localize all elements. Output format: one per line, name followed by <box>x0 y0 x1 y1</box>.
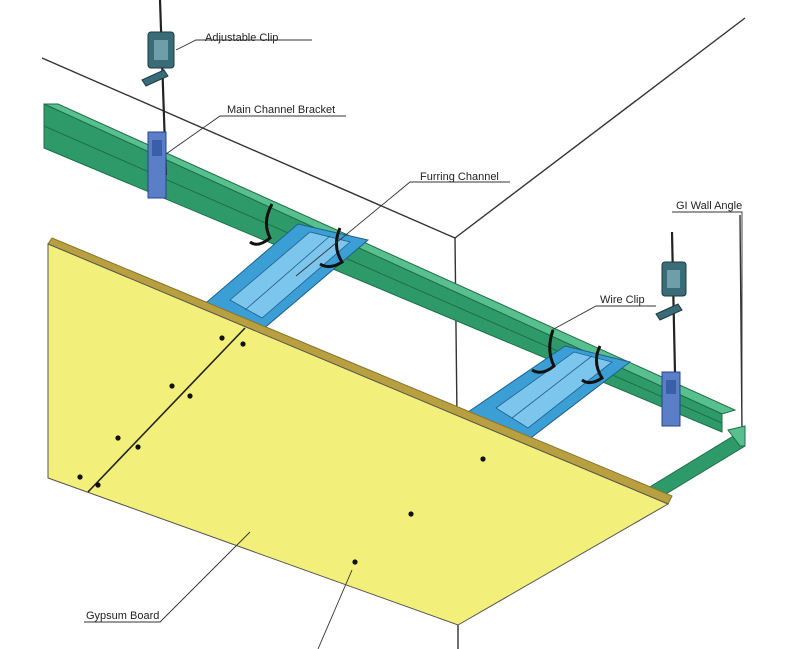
screw-dot <box>169 383 175 389</box>
leader-lines <box>84 39 743 649</box>
wire-clip-icon <box>581 345 605 385</box>
leader-furring-channel <box>295 181 510 277</box>
wire-clip-icon <box>319 227 345 269</box>
screw-dot <box>135 444 141 450</box>
screw-dot <box>408 511 414 517</box>
screw-dot <box>240 341 246 347</box>
label-main-channel-bracket: Main Channel Bracket <box>227 104 335 116</box>
wire-clips <box>249 203 605 385</box>
screw-dot <box>352 559 358 565</box>
screw-dot <box>95 482 101 488</box>
screw-dot <box>187 393 193 399</box>
adjustable-clip-spring <box>141 69 169 87</box>
adjustable-clip-plate <box>154 40 168 60</box>
leader-wire-clip <box>551 305 656 331</box>
hanger-right <box>655 231 687 427</box>
leader-gypsum-board-2 <box>317 569 353 649</box>
label-furring-channel: Furring Channel <box>420 171 499 183</box>
ceiling-edge-back <box>41 57 456 239</box>
adjustable-clip-spring <box>655 303 683 321</box>
hanger-left <box>141 0 175 199</box>
label-gypsum-board: Gypsum Board <box>86 610 159 622</box>
main-channel-side-face <box>43 103 723 433</box>
gypsum-board <box>47 237 673 626</box>
wire-clip-icon <box>249 203 274 246</box>
wall-corner-edge <box>454 237 458 419</box>
board-joint-line <box>87 327 246 493</box>
adjustable-clip-plate <box>667 270 680 288</box>
wire-clip-icon <box>531 329 556 374</box>
furring-channel-2 <box>466 345 632 441</box>
label-wire-clip: Wire Clip <box>600 294 645 306</box>
screw-dot <box>77 474 83 480</box>
furring-channel-1-ridge <box>244 235 331 311</box>
screw-dot <box>480 456 486 462</box>
ceiling-edge-right <box>454 17 746 239</box>
bracket-slot <box>666 380 676 394</box>
screw-dot <box>219 335 225 341</box>
board-screws <box>77 335 486 565</box>
label-gi-wall-angle: GI Wall Angle <box>676 200 742 212</box>
leader-gypsum-board-1 <box>84 531 251 623</box>
screw-dot <box>115 435 121 441</box>
leader-main-channel-bracket <box>165 115 346 155</box>
label-adjustable-clip: Adjustable Clip <box>205 32 278 44</box>
leader-gi-wall-angle <box>672 211 743 422</box>
wall-angle-face <box>647 431 746 501</box>
furring-channel-2-ridge <box>511 355 593 419</box>
furring-channel-1 <box>199 223 370 331</box>
wall-angle-flange <box>727 425 746 447</box>
gypsum-board-face <box>47 243 670 626</box>
leader-adjustable-clip <box>175 39 312 51</box>
wall-angle <box>647 425 746 501</box>
labels: Adjustable Clip Main Channel Bracket Fur… <box>86 32 742 622</box>
bracket-slot <box>152 140 162 156</box>
